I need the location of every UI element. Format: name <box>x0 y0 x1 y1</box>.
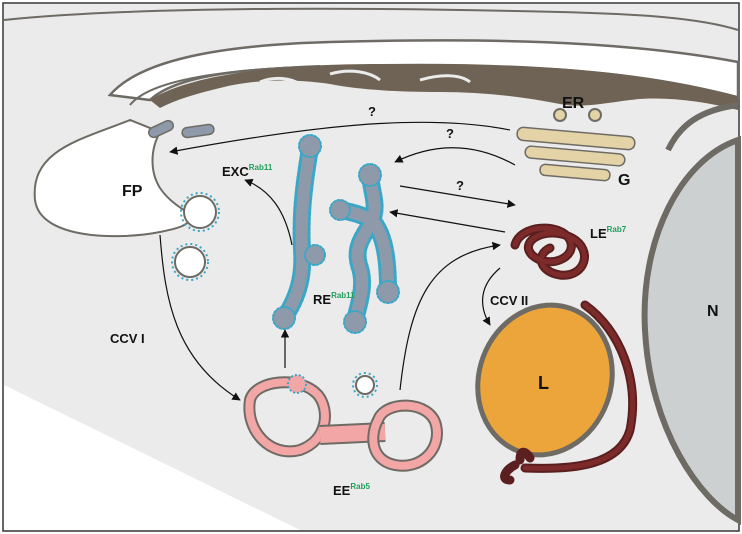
label-ccv1: CCV I <box>110 331 145 346</box>
label-lysosome: L <box>538 373 549 393</box>
er-perinuclear <box>665 102 739 152</box>
label-ee: EERab5 <box>333 482 370 498</box>
label-flagellar-pocket: FP <box>122 183 143 200</box>
arrows <box>159 121 516 401</box>
outer-membrane <box>3 7 739 31</box>
label-golgi: G <box>618 172 630 189</box>
coated-vesicle-free <box>171 243 209 281</box>
coated-vesicle-fp <box>180 192 220 232</box>
golgi <box>516 108 636 182</box>
label-ccv2: CCV II <box>490 293 528 308</box>
label-le: LERab7 <box>590 225 627 241</box>
recycling-endosome <box>272 134 400 334</box>
question-mark-2: ? <box>446 126 454 141</box>
label-er: ER <box>562 95 585 112</box>
endoplasmic-reticulum <box>150 63 738 110</box>
late-endosome-fill <box>512 225 636 471</box>
label-nucleus: N <box>707 303 719 320</box>
question-mark-3: ? <box>456 178 464 193</box>
label-exc: EXCRab11 <box>222 163 273 179</box>
coated-vesicle-ee <box>352 372 378 398</box>
nucleus <box>641 135 741 525</box>
flagellar-pocket <box>33 118 194 238</box>
label-re: RERab11 <box>313 291 355 307</box>
early-endosome <box>243 374 443 472</box>
question-mark-1: ? <box>368 104 376 119</box>
